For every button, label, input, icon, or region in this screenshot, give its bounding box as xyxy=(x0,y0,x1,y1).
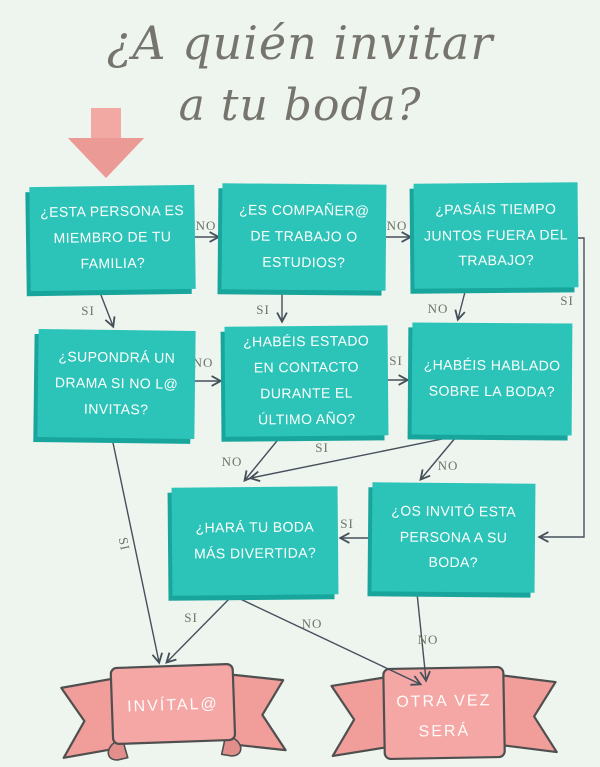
edge-label: NO xyxy=(222,454,243,469)
connector-line xyxy=(233,595,423,686)
connector-line xyxy=(248,436,453,482)
node-boda-divertida: ¿HARÁ TU BODA MÁS DIVERTIDA? xyxy=(171,486,339,596)
page-title: ¿A quién invitar a tu boda? xyxy=(0,16,600,131)
connector-line xyxy=(537,237,585,543)
connector-line xyxy=(454,287,467,322)
edge-label: SI xyxy=(81,303,95,318)
ribbon-panel xyxy=(109,663,237,746)
edge-label: SI xyxy=(560,293,574,308)
ribbon-right-flag xyxy=(225,672,287,752)
ribbon-curl-right xyxy=(220,737,242,757)
title-line-2: a tu boda? xyxy=(178,80,422,131)
edge-label: NO xyxy=(196,218,217,233)
node-supondra-drama: ¿SUPONDRÁ UN DRAMA SI NO L@ INVITAS? xyxy=(37,329,196,439)
ribbon-panel xyxy=(382,665,506,761)
edge-label: SI xyxy=(184,610,198,625)
node-contacto-ultimo-ano: ¿HABÉIS ESTADO EN CONTACTO DURANTE EL ÚL… xyxy=(224,325,389,437)
edge-label: NO xyxy=(438,458,459,473)
edge-label: SI xyxy=(389,353,403,368)
banner-invitalo-label: INVÍTAL@ xyxy=(127,693,219,715)
banner-otra-line-2: SERÁ xyxy=(418,721,470,741)
connector-line xyxy=(111,437,163,665)
node-companero-trabajo: ¿ES COMPAÑER@ DE TRABAJO O ESTUDIOS? xyxy=(221,183,387,291)
node-miembro-familia: ¿ESTA PERSONA ES MIEMBRO DE TU FAMILIA? xyxy=(29,184,196,292)
edge-label: SI xyxy=(340,516,354,531)
node-tiempo-juntos: ¿PASÁIS TIEMPO JUNTOS FUERA DEL TRABAJO? xyxy=(413,182,579,289)
edge-label: SI xyxy=(116,536,133,552)
edge-label: NO xyxy=(418,632,439,647)
ribbon-right-flag xyxy=(498,673,558,754)
edge-label: SI xyxy=(256,302,270,317)
edge-label: NO xyxy=(428,301,449,316)
down-arrow-icon xyxy=(68,108,144,178)
title-line-1: ¿A quién invitar xyxy=(106,16,494,70)
banner-otra-line-1: OTRA VEZ xyxy=(396,692,491,711)
connector-line xyxy=(98,289,116,329)
ribbon-left-flag xyxy=(330,675,390,758)
banner-otra-vez-sera: OTRA VEZ SERÁ xyxy=(330,665,558,761)
banner-invitalo: INVÍTAL@ xyxy=(60,663,287,761)
connector-line xyxy=(419,436,457,482)
node-invito-su-boda: ¿OS INVITÓ ESTA PERSONA A SU BODA? xyxy=(371,482,536,593)
edge-label: NO xyxy=(302,616,323,631)
ribbon-left-flag xyxy=(60,676,121,759)
connector-line xyxy=(165,594,234,664)
node-hablado-boda: ¿HABÉIS HABLADO SOBRE LA BODA? xyxy=(411,322,573,436)
edge-label: NO xyxy=(193,355,214,370)
connector-line xyxy=(416,592,431,683)
ribbon-curl-left xyxy=(107,740,129,761)
edge-label: NO xyxy=(387,218,408,233)
edge-label: SI xyxy=(315,440,329,455)
